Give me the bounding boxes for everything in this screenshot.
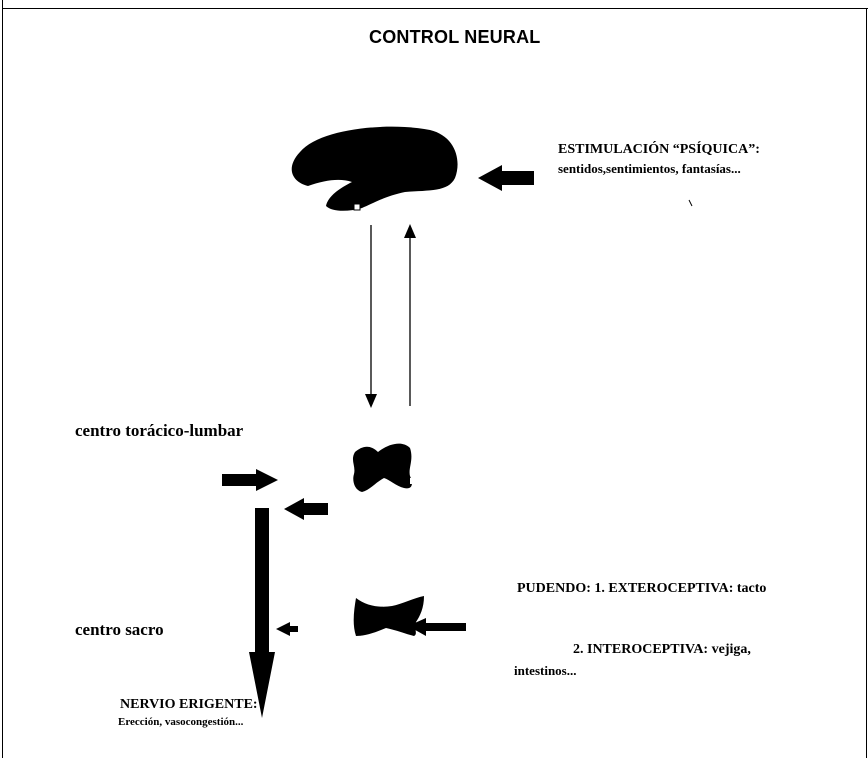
stimulation-detail: sentidos,sentimientos, fantasías... (558, 161, 741, 177)
brain-shape (292, 127, 458, 211)
thoracolumbar-output-arrow (284, 498, 328, 520)
erigent-nerve-detail: Erección, vasocongestión... (118, 716, 243, 728)
pudendal-line-3: intestinos... (514, 663, 576, 679)
erigent-nerve-heading: NERVIO ERIGENTE: (120, 697, 258, 713)
descending-pathway-arrowhead (365, 394, 377, 408)
thoracolumbar-marker (410, 478, 413, 484)
stimulation-arrow (478, 165, 534, 191)
brain-marker (354, 204, 360, 210)
pudendal-line-2: 2. INTEROCEPTIVA: vejiga, (573, 642, 751, 658)
sacral-cord-section (354, 596, 424, 636)
pudendal-line-1: PUDENDO: 1. EXTEROCEPTIVA: tacto (517, 581, 766, 597)
thoracolumbar-input-arrow (222, 469, 278, 491)
stray-mark (689, 200, 692, 206)
erigent-nerve-main-arrow (249, 508, 275, 718)
thoracolumbar-cord-section (353, 444, 412, 492)
sacral-output-arrow (276, 622, 298, 636)
sacral-center-label: centro sacro (75, 620, 164, 640)
thoracolumbar-center-label: centro torácico-lumbar (75, 421, 243, 441)
stimulation-heading: ESTIMULACIÓN “PSÍQUICA”: (558, 142, 760, 158)
ascending-pathway-arrowhead (404, 224, 416, 238)
